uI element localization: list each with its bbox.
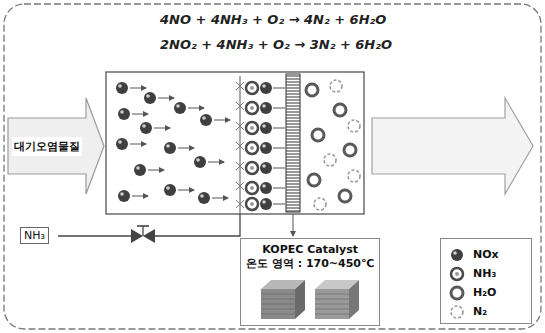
node-title: 대기오염물질 [12, 137, 82, 156]
reaction-equation: 2NO₂ + 4NH₃ + O₂ → 3N₂ + 6H₂O [160, 37, 392, 52]
legend-box: NOxNH₃ H₂O N₂ [440, 238, 532, 324]
reaction-equation: 4NO + 4NH₃ + O₂ → 4N₂ + 6H₂O [160, 12, 386, 27]
legend-symbol [449, 247, 465, 263]
legend-symbol [449, 266, 465, 282]
reagent-label: NH₃ [20, 227, 49, 244]
legend-row: H₂O [449, 283, 523, 302]
legend-row: NH₃ [449, 264, 523, 283]
legend-text: H₂O [473, 286, 496, 299]
source-arrow-label: 대기오염물질 [8, 118, 86, 174]
node-title: KOPEC Catalyst [245, 243, 375, 257]
legend-row: N₂ [449, 302, 523, 321]
legend-row: NOx [449, 245, 523, 264]
legend-symbol [449, 304, 465, 320]
catalyst-photo [255, 277, 365, 321]
legend-text: NH₃ [473, 267, 496, 280]
legend-symbol [449, 285, 465, 301]
catalyst-box: KOPEC Catalyst온도 영역 : 170~450℃ [240, 238, 380, 326]
node-subtitle: 온도 영역 : 170~450℃ [245, 257, 375, 271]
legend-text: N₂ [473, 305, 487, 318]
legend-text: NOx [473, 248, 499, 261]
